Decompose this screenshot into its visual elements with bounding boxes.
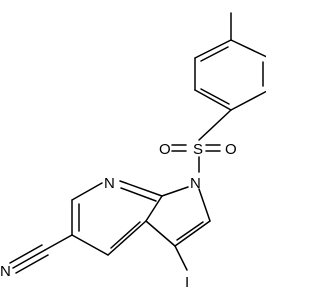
atom-label-nitrile-n: N — [0, 263, 11, 280]
bond-c5-s — [198, 109, 232, 141]
bond-c7a-n7 — [119, 180, 163, 197]
bond-n7-c6 — [71, 182, 103, 201]
chemical-structure-diagram: N N N S O O I — [0, 12, 266, 291]
atom-label-sulfur: S — [193, 141, 203, 158]
bond-c5-c4 — [71, 234, 109, 256]
bond-c7-c2-inner — [200, 46, 229, 62]
bond-c3-i — [174, 245, 188, 271]
atom-label-pyrrole-n: N — [190, 175, 201, 192]
bond-c2-c3 — [174, 220, 211, 247]
bond-c3-c3a — [145, 220, 176, 247]
bond-n1-c2 — [198, 188, 211, 222]
bond-c3a-c7a — [145, 195, 163, 222]
bond-c5-c6-inner — [200, 88, 230, 105]
atom-label-iodine: I — [185, 274, 189, 291]
atom-label-oxygen-left: O — [159, 141, 171, 158]
atom-labels: N N N S O O I — [0, 141, 237, 291]
bond-nitrile-b — [15, 254, 49, 274]
bond-nitrile-c — [9, 244, 43, 264]
bond-n1-c7a — [161, 186, 189, 197]
bond-c7-c2 — [194, 39, 232, 59]
atom-label-pyridine-n: N — [104, 175, 115, 192]
bond-nitrile-a — [12, 249, 46, 269]
bond-c5-cn — [44, 234, 73, 251]
atom-label-oxygen-right: O — [225, 141, 237, 158]
bond-c5-c6 — [194, 89, 232, 111]
bond-c7a-n7-inner — [120, 187, 157, 202]
bond-c4-c3a-inner — [110, 221, 141, 249]
bond-c2-c3 — [230, 39, 266, 58]
bond-lines — [9, 12, 266, 274]
bond-c4-c5 — [230, 90, 266, 111]
bond-c4-c3a — [107, 220, 147, 256]
bond-c2-c3-inner — [176, 221, 204, 241]
